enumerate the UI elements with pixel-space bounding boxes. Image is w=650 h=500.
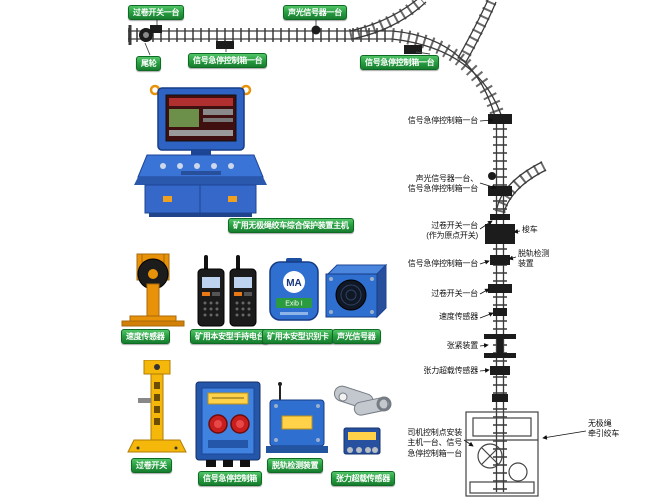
product-console-image — [133, 82, 268, 225]
label-tension-sensor: 张力超载传感器 — [331, 471, 395, 486]
product-sound-light-image — [324, 262, 388, 325]
label-plate — [281, 415, 313, 430]
radio-unit — [197, 255, 225, 327]
product-id-card-image: MA Exib I — [266, 258, 322, 329]
speed-sensor-icon — [493, 308, 507, 316]
label-winch: 无极绳 牵引绞车 — [588, 419, 619, 440]
antenna-icon — [204, 255, 208, 271]
winch-drawing — [465, 411, 539, 497]
label-overwind-switch: 过卷开关 — [131, 458, 172, 473]
leader-arrows — [463, 117, 587, 447]
label-signal-box-1: 信号急停控制箱一台 — [407, 116, 478, 125]
track-devices — [139, 25, 516, 402]
label-derail-detector: 脱轨检测装置 — [267, 458, 324, 473]
antenna-icon — [236, 255, 240, 271]
product-radio-image — [194, 255, 260, 332]
tension-device-icon — [497, 334, 503, 358]
label-line: 司机控制点安装 — [407, 428, 462, 437]
label-line: (作为原点开关) — [426, 231, 478, 241]
label-signal-box-left: 信号急停控制箱一台 — [188, 53, 268, 68]
signal-box-curve-icon — [404, 45, 422, 54]
product-derail-detector-image — [266, 382, 328, 461]
label-line: 牵引绞车 — [588, 429, 620, 439]
label-line: 脱轨检测 — [518, 249, 550, 258]
speaker-icon — [335, 279, 367, 311]
signal-box-icon — [492, 394, 508, 402]
lever-icon — [138, 398, 151, 403]
label-line: 过卷开关一台 — [431, 221, 478, 230]
tension-sensor-icon — [490, 366, 510, 375]
badge-connectors — [144, 20, 431, 56]
label-driver-control-point: 司机控制点安装 主机一台、信号 急停控制箱一台 — [407, 428, 462, 459]
label-speed-sensor-track: 速度传感器 — [439, 312, 478, 321]
latch-icon — [163, 196, 172, 202]
label-tension-overload: 张力超载传感器 — [423, 366, 478, 375]
label-signal-box-curve: 信号急停控制箱一台 — [360, 55, 440, 70]
product-speed-sensor-image — [120, 252, 186, 333]
label-signal-box-2: 信号急停控制箱一台 — [407, 259, 478, 268]
label-line: 急停控制箱一台 — [407, 448, 462, 458]
ma-logo-text: MA — [286, 278, 302, 289]
derail-detector-icon — [490, 255, 510, 265]
label-line: 装置 — [518, 259, 534, 269]
cert-text: Exib I — [285, 301, 303, 308]
label-line: 信号急停控制箱一台 — [407, 184, 478, 194]
signal-box-icon — [488, 114, 512, 124]
label-line: 主机一台、信号 — [407, 438, 462, 448]
label-id-card: 矿用本安型识别卡 — [262, 329, 334, 344]
label-tension-device: 张紧装置 — [446, 341, 478, 350]
label-derail-device: 脱轨检测 装置 — [518, 249, 549, 270]
label-console: 矿用无极绳绞车综合保护装置主机 — [228, 218, 354, 233]
product-estop-box-image — [194, 378, 262, 473]
label-line: 声光信号器一台、 — [415, 174, 479, 183]
label-shuttle-car: 梭车 — [522, 225, 538, 234]
label-overwind-switch-top: 过卷开关一台 — [128, 5, 185, 20]
label-line: 无极绳 — [588, 419, 612, 428]
radio-unit — [229, 255, 257, 327]
label-estop-box: 信号急停控制箱 — [198, 471, 262, 486]
ma-logo-icon — [283, 271, 305, 293]
track-rails — [128, 0, 547, 492]
overwind-switch-icon — [150, 25, 162, 33]
label-tail-wheel: 尾轮 — [136, 56, 162, 71]
latch-icon — [228, 196, 237, 202]
label-radio: 矿用本安型手持电台 — [190, 329, 270, 344]
shuttle-car-icon — [485, 224, 515, 244]
product-overwind-switch-image — [126, 359, 188, 461]
sound-light-device-icon — [311, 25, 321, 35]
origin-overwind-icon — [490, 214, 510, 220]
label-overwind-2: 过卷开关一台 — [431, 289, 478, 298]
label-speed-sensor: 速度传感器 — [121, 329, 170, 344]
track-ties — [128, 0, 547, 492]
clamp-body — [333, 385, 392, 416]
label-sound-light-top: 声光信号器一台 — [283, 5, 347, 20]
signal-box-icon — [488, 284, 512, 293]
label-overwind-origin: 过卷开关一台 (作为原点开关) — [426, 221, 478, 242]
label-sound-light: 声光信号器 — [332, 329, 381, 344]
label-sound-light-and-box: 声光信号器一台、 信号急停控制箱一台 — [408, 174, 478, 195]
signal-box-icon — [216, 41, 234, 49]
product-tension-sensor-image — [328, 384, 394, 473]
signal-box-icon — [488, 186, 512, 196]
sound-light-device-icon — [488, 172, 496, 180]
